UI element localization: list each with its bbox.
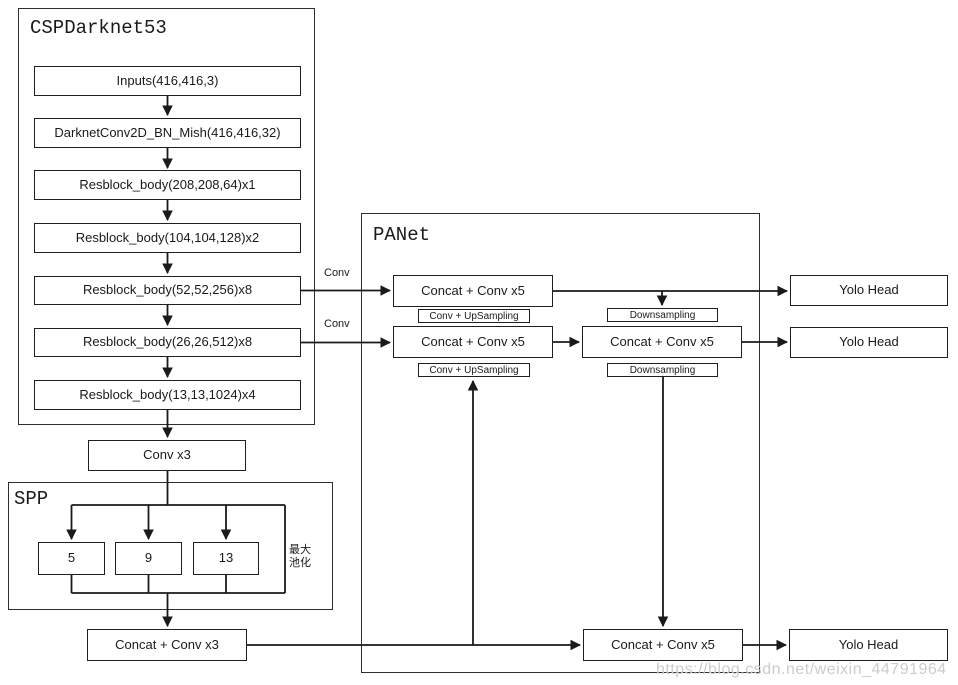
yolo-head-3: Yolo Head bbox=[789, 629, 948, 661]
conv-x3-node: Conv x3 bbox=[88, 440, 246, 471]
spp-pool-13: 13 bbox=[193, 542, 259, 575]
backbone-group-frame bbox=[18, 8, 315, 425]
panet-title: PANet bbox=[373, 224, 431, 246]
panet-downsampling-1: Downsampling bbox=[607, 308, 718, 322]
conv-branch-label-1: Conv bbox=[324, 267, 350, 279]
panet-concat-conv5-row1: Concat + Conv x5 bbox=[393, 275, 553, 307]
yolo-head-2: Yolo Head bbox=[790, 327, 948, 358]
conv-branch-label-2: Conv bbox=[324, 318, 350, 330]
spp-group-frame bbox=[8, 482, 333, 610]
backbone-block-resblock2: Resblock_body(104,104,128)x2 bbox=[34, 223, 301, 253]
panet-concat-conv5-bottom: Concat + Conv x5 bbox=[583, 629, 743, 661]
backbone-block-darknetconv: DarknetConv2D_BN_Mish(416,416,32) bbox=[34, 118, 301, 148]
maxpool-label-line1: 最大 bbox=[289, 544, 311, 556]
backbone-block-resblock3: Resblock_body(52,52,256)x8 bbox=[34, 276, 301, 305]
backbone-block-inputs: Inputs(416,416,3) bbox=[34, 66, 301, 96]
panet-conv-upsampling-1: Conv + UpSampling bbox=[418, 309, 530, 323]
watermark: https://blog.csdn.net/weixin_44791964 bbox=[656, 661, 947, 678]
maxpool-label: 最大 池化 bbox=[289, 544, 311, 570]
yolo-head-1: Yolo Head bbox=[790, 275, 948, 306]
backbone-block-resblock4: Resblock_body(26,26,512)x8 bbox=[34, 328, 301, 357]
panet-concat-conv5-row2-left: Concat + Conv x5 bbox=[393, 326, 553, 358]
panet-group-frame bbox=[361, 213, 760, 673]
panet-conv-upsampling-2: Conv + UpSampling bbox=[418, 363, 530, 377]
spp-title: SPP bbox=[14, 488, 49, 510]
panet-downsampling-2: Downsampling bbox=[607, 363, 718, 377]
backbone-block-resblock1: Resblock_body(208,208,64)x1 bbox=[34, 170, 301, 200]
spp-pool-5: 5 bbox=[38, 542, 105, 575]
maxpool-label-line2: 池化 bbox=[289, 557, 311, 569]
panet-concat-conv5-row2-right: Concat + Conv x5 bbox=[582, 326, 742, 358]
backbone-title: CSPDarknet53 bbox=[30, 17, 167, 39]
spp-pool-9: 9 bbox=[115, 542, 182, 575]
backbone-block-resblock5: Resblock_body(13,13,1024)x4 bbox=[34, 380, 301, 410]
concat-conv-x3-node: Concat + Conv x3 bbox=[87, 629, 247, 661]
